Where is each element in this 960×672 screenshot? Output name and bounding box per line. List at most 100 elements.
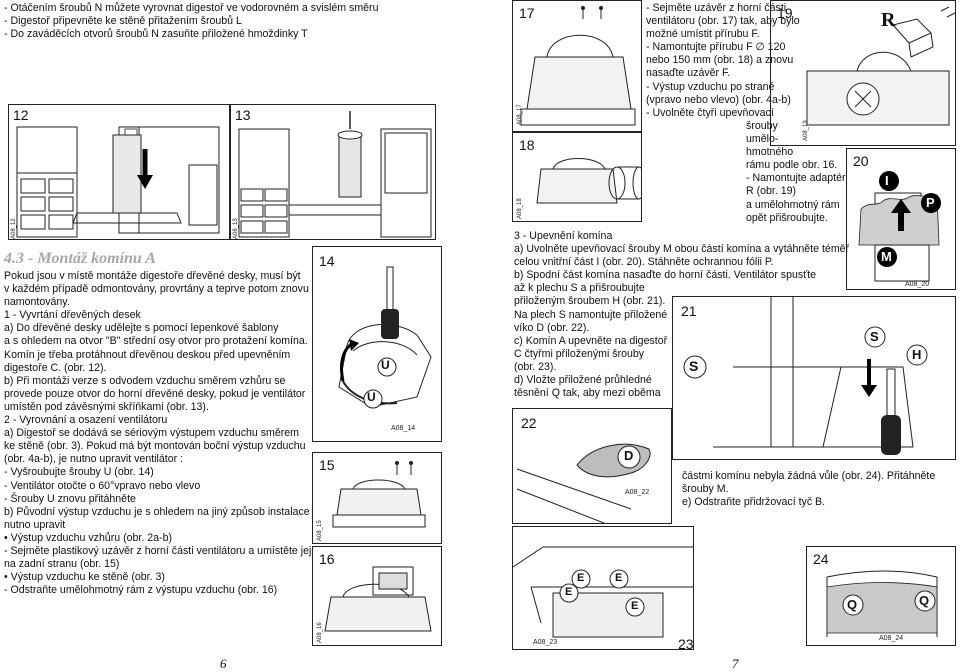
body-line: nutno upravit [4, 518, 66, 531]
body-line: ventilátoru (obr. 17) tak, aby bylo [646, 15, 800, 28]
right-mid-text: 3 - Upevnění komína a) Uvolněte upevňova… [514, 230, 849, 400]
body-line: • Výstup vzduchu ke stěně (obr. 3) [4, 571, 165, 584]
label-U: U [381, 358, 390, 372]
body-line: ke stěně (obr. 3). Pokud má být montován… [4, 440, 306, 453]
body-line: až k plechu S a přišroubujte [514, 282, 645, 295]
body-line: namontovány. [4, 296, 70, 309]
body-line: umístěn pod závěsnými skříňkami (obr. 13… [4, 400, 209, 413]
figure-18: 18 A08_18 [512, 132, 642, 222]
body-line: (obr. 23). [514, 360, 557, 373]
figure-code: A08_19 [803, 120, 809, 141]
page-number-right: 7 [732, 656, 739, 671]
body-line: b) Původní výstup vzduchu je s ohledem n… [4, 505, 310, 518]
label-H: H [912, 347, 922, 362]
lid-mount-illustration [516, 443, 651, 523]
body-line: • Výstup vzduchu vzhůru (obr. 2a-b) [4, 531, 172, 544]
body-line: celou vnitřní část I (obr. 20). Stáhněte… [514, 256, 774, 269]
body-line: a) Uvolněte upevňovací šrouby M obou čás… [514, 243, 850, 256]
figure-number: 24 [813, 551, 829, 567]
label-E: E [631, 600, 639, 612]
label-E: E [577, 572, 585, 584]
figure-16: 16 A08_16 [312, 546, 442, 646]
figure-code: A08_16 [317, 622, 323, 643]
body-line: a s ohledem na otvor "B" střední osy otv… [4, 335, 308, 348]
body-line: opět přišroubujte. [746, 211, 828, 224]
figure-code: A08_18 [517, 198, 523, 219]
body-line: (obr. 4a-b), je nutno upravit ventilátor… [4, 453, 184, 466]
figure-code: A08_13 [233, 218, 239, 239]
figure-number: 19 [777, 5, 793, 21]
label-Q: Q [919, 593, 930, 608]
label-R: R [881, 9, 896, 31]
figure-15: 15 A08_15 [312, 452, 442, 544]
body-line: v každém případě odmontovány, provrtány … [4, 283, 309, 296]
figure-code: A08_14 [391, 425, 416, 432]
body-line: - Ventilátor otočte o 60°vpravo nebo vle… [4, 479, 201, 492]
figure-number: 16 [319, 551, 335, 567]
body-line: - Namontujte přírubu F ∅ 120 [646, 41, 786, 54]
figure-code: A08_15 [317, 520, 323, 541]
body-line: a) Digestoř se dodává se sériovým výstup… [4, 427, 299, 440]
body-line: - Uvolněte čtyři upevňovací [646, 106, 774, 119]
body-line: šrouby M. [682, 483, 729, 496]
body-line: - Odstraňte umělohmotný rám z výstupu vz… [4, 584, 278, 597]
body-line: - Šrouby U znovu přitáhněte [4, 492, 136, 505]
figure-14: 14 U U A08_14 [312, 246, 442, 442]
label-U: U [367, 390, 376, 404]
figure-number: 23 [678, 636, 694, 652]
figure-23: E E E E A08_23 [512, 526, 694, 650]
label-D: D [624, 448, 634, 463]
label-S: S [870, 329, 879, 344]
body-line: šrouby [746, 120, 778, 132]
figure-number: 20 [853, 153, 869, 169]
figure-number: 17 [519, 5, 535, 21]
body-line: R (obr. 19) [746, 185, 797, 198]
figure-number: 14 [319, 253, 335, 269]
fan-cap-removal-illustration [520, 6, 636, 126]
frame-removal-illustration [324, 566, 432, 632]
body-line: 3 - Upevnění komína [514, 230, 613, 242]
figure-24: 24 Q Q A08_24 [806, 546, 956, 646]
body-line: Na plech S namontujte přiložené [514, 308, 668, 321]
body-line: hmotného [746, 146, 794, 159]
figure-code: A08_24 [879, 635, 904, 642]
kitchen-cabinets-illustration [16, 126, 220, 238]
body-line: 1 - Vyvrtání dřevěných desek [4, 309, 141, 322]
figure-code: A08_23 [533, 639, 558, 646]
right-narrow-text: šrouby umělo- hmotného rámu podle obr. 1… [746, 120, 846, 225]
body-line: - Namontujte adaptér [746, 172, 846, 185]
body-line: b) Spodní část komína nasaďte do horní č… [514, 269, 816, 282]
label-P: P [926, 195, 935, 210]
label-M: M [881, 249, 892, 264]
body-line: - Vyšroubujte šrouby U (obr. 14) [4, 466, 154, 479]
flange-mount-illustration [536, 158, 641, 204]
body-line: - Výstup vzduchu po straně [646, 80, 775, 93]
fan-rotation-illustration [338, 266, 432, 409]
label-Q: Q [847, 597, 858, 612]
body-line: a umělohmotný rám [746, 198, 840, 211]
body-line: c) Komín A upevněte na digestoř [514, 334, 668, 347]
label-I: I [885, 173, 889, 188]
section-body: Pokud jsou v místě montáže digestoře dře… [4, 270, 311, 597]
body-line: nasaďte uzávěr F. [646, 67, 731, 80]
body-line: - Sejměte plastikový uzávěr z horní část… [4, 544, 312, 557]
intro-instructions: - Otáčením šroubů N můžete vyrovnat dige… [4, 2, 378, 41]
body-line: C čtyřmi přiloženými šrouby [514, 347, 645, 360]
figure-number: 12 [13, 107, 29, 123]
figure-code: A08_22 [625, 489, 650, 496]
body-line: Pokud jsou v místě montáže digestoře dře… [4, 270, 301, 282]
intro-line: - Digestoř připevněte ke stěně přitažení… [4, 15, 242, 28]
chimney-fixing-illustration [513, 546, 693, 638]
body-line: a) Do dřevěné desky udělejte s pomocí le… [4, 322, 279, 335]
body-line: na zadní stranu (obr. 15) [4, 558, 120, 571]
body-line: víko D (obr. 22). [514, 321, 590, 334]
figure-22: 22 D A08_22 [512, 408, 672, 524]
body-line: d) Vložte přiložené průhledné [514, 374, 652, 387]
right-bottom-text: částmi komínu nebyla žádná vůle (obr. 24… [682, 470, 935, 509]
figure-number: 22 [521, 415, 537, 431]
label-E: E [615, 572, 623, 584]
figure-code: A08_17 [517, 104, 523, 125]
figure-21: 21 S H S [672, 296, 956, 460]
fan-screw-illustration [683, 297, 928, 455]
figure-20: 20 I P M A08_20 [846, 148, 956, 290]
